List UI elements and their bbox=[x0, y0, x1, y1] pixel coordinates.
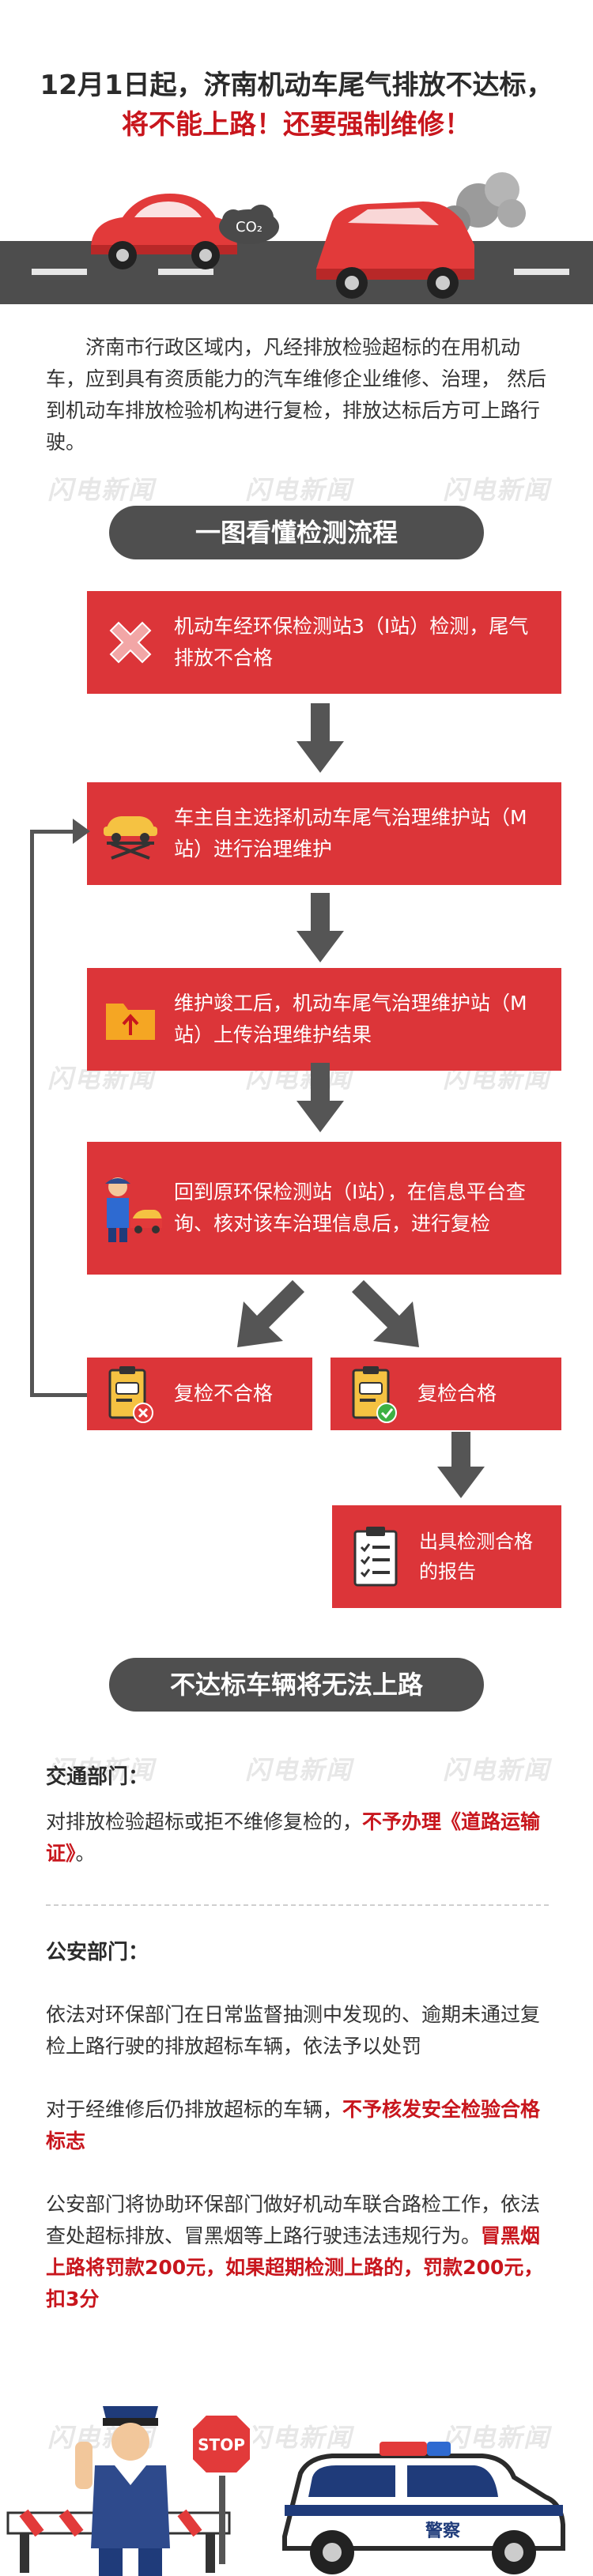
upload-folder-icon bbox=[106, 1004, 155, 1040]
flow-step-2-text: 车主自主选择机动车尾气治理维护站（M站）进行治理维护 bbox=[174, 806, 527, 861]
loop-back-line bbox=[30, 830, 77, 834]
flow-step-1-text: 机动车经环保检测站3（Ⅰ站）检测，尾气排放不合格 bbox=[174, 615, 529, 669]
recheck-pass-text: 复检合格 bbox=[417, 1382, 497, 1405]
loop-arrow-head-icon bbox=[73, 819, 90, 844]
police-dept-label: 公安部门： bbox=[46, 1941, 149, 1964]
report-checklist-icon bbox=[353, 1527, 398, 1587]
road-marking bbox=[514, 269, 569, 275]
x-mark-icon bbox=[109, 621, 152, 664]
recheck-fail-text: 复检不合格 bbox=[174, 1382, 274, 1405]
watermark: 闪电新闻 bbox=[47, 475, 156, 505]
flow-title: 一图看懂检测流程 bbox=[109, 506, 484, 559]
police-paragraph-1: 依法对环保部门在日常监督抽测中发现的、逾期未通过复检上路行驶的排放超标车辆，依法… bbox=[46, 2003, 541, 2058]
report-box: 出具检测合格的报告 bbox=[332, 1505, 561, 1608]
road-marking bbox=[158, 269, 213, 275]
traffic-dept-label: 交通部门： bbox=[46, 1765, 149, 1789]
watermark: 闪电新闻 bbox=[245, 475, 353, 505]
down-arrow-icon bbox=[296, 703, 344, 773]
watermark: 闪电新闻 bbox=[245, 1755, 353, 1785]
loop-back-line bbox=[30, 1393, 87, 1397]
down-arrow-icon bbox=[296, 893, 344, 962]
police-paragraph-3: 公安部门将协助环保部门做好机动车联合路检工作，依法查处超标排放、冒黑烟等上路行驶… bbox=[46, 2189, 549, 2315]
watermark: 闪电新闻 bbox=[443, 475, 551, 505]
loop-back-line bbox=[30, 830, 34, 1397]
section2-title: 不达标车辆将无法上路 bbox=[109, 1658, 484, 1712]
section-divider bbox=[46, 1904, 549, 1906]
flow-step-4-text: 回到原环保检测站（I站），在信息平台查询、核对该车治理信息后，进行复检 bbox=[174, 1181, 526, 1235]
stop-sign-label: STOP bbox=[198, 2435, 245, 2454]
watermark: 闪电新闻 bbox=[443, 1755, 551, 1785]
smoking-car-icon bbox=[316, 172, 526, 299]
traffic-dept-body: 对排放检验超标或拒不维修复检的， bbox=[46, 1810, 363, 1833]
police-p3-body: 公安部门将协助环保部门做好机动车联合路检工作，依法查处超标排放、冒黑烟等上路行驶… bbox=[46, 2193, 541, 2247]
traffic-dept-end: 。 bbox=[75, 1842, 96, 1865]
car-lift-icon bbox=[104, 816, 157, 860]
traffic-dept-highlight: 不予办理《道路运输证》 bbox=[46, 1810, 541, 1865]
traffic-dept-text: 对排放检验超标或拒不维修复检的，不予办理《道路运输证》。 bbox=[46, 1806, 549, 1870]
police-stop-illustration: STOP 警察 bbox=[6, 2406, 565, 2576]
down-arrow-icon bbox=[296, 1063, 344, 1132]
police-p3-highlight: 冒黑烟上路将罚款200元，如果超期检测上路的，罚款200元，扣3分 bbox=[46, 2224, 544, 2310]
police-p2-body: 对于经维修后仍排放超标的车辆， bbox=[46, 2098, 343, 2121]
watermark: 闪电新闻 bbox=[245, 2423, 353, 2453]
police-p2-highlight: 不予核发安全检验合格标志 bbox=[46, 2098, 541, 2152]
fail-clipboard-icon bbox=[108, 1366, 153, 1423]
recheck-fail-box: 复检不合格 bbox=[87, 1358, 312, 1430]
flow-step-3-text: 维护竣工后，机动车尾气治理维护站（M站）上传治理维护结果 bbox=[174, 992, 527, 1046]
watermark: 闪电新闻 bbox=[443, 2423, 551, 2453]
watermark: 闪电新闻 bbox=[47, 1755, 156, 1785]
flow-step-1: 机动车经环保检测站3（Ⅰ站）检测，尾气排放不合格 bbox=[87, 591, 561, 694]
headline-line1: 12月1日起，济南机动车尾气排放不达标， bbox=[40, 70, 553, 101]
flow-step-4: 回到原环保检测站（I站），在信息平台查询、核对该车治理信息后，进行复检 bbox=[87, 1142, 561, 1275]
headline-line2: 将不能上路！还要强制维修！ bbox=[122, 109, 471, 141]
report-text: 出具检测合格的报告 bbox=[419, 1531, 533, 1583]
down-left-arrow-icon bbox=[237, 1280, 304, 1347]
road-marking bbox=[32, 269, 87, 275]
police-paragraph-2: 对于经维修后仍排放超标的车辆，不予核发安全检验合格标志 bbox=[46, 2094, 549, 2157]
flow-step-2: 车主自主选择机动车尾气治理维护站（M站）进行治理维护 bbox=[87, 782, 561, 885]
police-car-label: 警察 bbox=[425, 2521, 461, 2541]
flow-step-3: 维护竣工后，机动车尾气治理维护站（M站）上传治理维护结果 bbox=[87, 968, 561, 1071]
co2-label: CO₂ bbox=[236, 219, 263, 235]
down-arrow-icon bbox=[437, 1432, 485, 1498]
down-right-arrow-icon bbox=[352, 1280, 419, 1347]
pass-clipboard-icon bbox=[352, 1366, 397, 1423]
co2-cloud-icon: CO₂ bbox=[219, 205, 279, 244]
red-beetle-car-icon bbox=[91, 194, 237, 269]
intro-paragraph: 济南市行政区域内，凡经排放检验超标的在用机动车，应到具有资质能力的汽车维修企业维… bbox=[46, 336, 546, 454]
recheck-pass-box: 复检合格 bbox=[330, 1358, 561, 1430]
mechanic-icon bbox=[105, 1177, 162, 1242]
